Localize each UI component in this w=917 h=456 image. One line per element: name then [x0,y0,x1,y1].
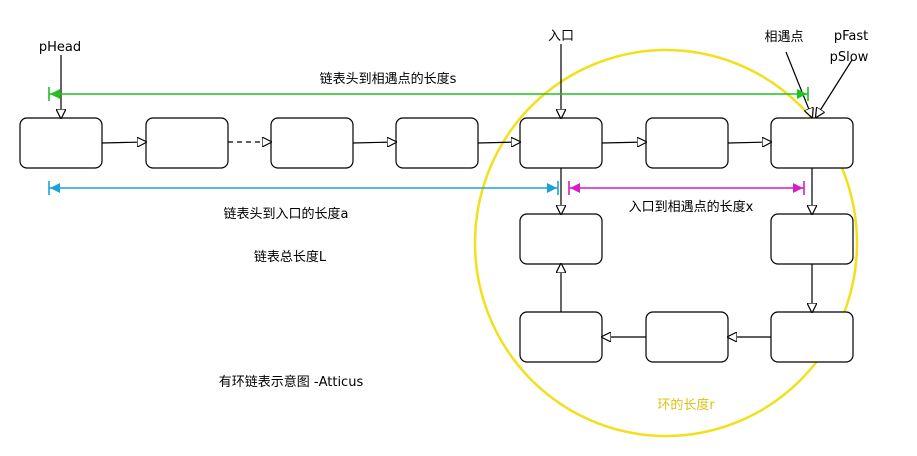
phead-label: pHead [39,40,81,55]
meet-label: 相遇点 [764,30,803,45]
pslow-label: pSlow [830,50,869,65]
next-arrow [101,142,146,143]
list-node [645,117,729,169]
list-node [519,311,603,363]
list-node [145,117,229,169]
list-node [19,117,103,169]
length-s-head-left [50,89,60,99]
length-x-head-left [570,183,580,193]
length-x-head-right [793,183,803,193]
list-node [519,213,603,265]
pfast-pslow-pointer-arrow [816,59,853,117]
cycle-circle [473,48,859,438]
list-node [645,311,729,363]
pfast-label: pFast [834,29,868,44]
cycle-length-label: 环的长度r [657,397,715,413]
entry-label: 入口 [548,29,574,44]
diagram-caption: 有环链表示意图 -Atticus [219,374,364,390]
list-node [770,213,854,265]
length-a-head-left [50,183,60,193]
meet-pointer-arrow [785,51,812,117]
length-s-label: 链表头到相遇点的长度s [320,71,457,87]
next-arrow [477,142,520,143]
length-a-label: 链表头到入口的长度a [224,206,349,222]
length-s-head-right [797,89,807,99]
list-node-meet [770,117,854,169]
length-x-label: 入口到相遇点的长度x [629,199,754,215]
list-node [270,117,354,169]
next-arrow [727,142,771,143]
list-node [395,117,479,169]
total-length-label: 链表总长度L [254,249,327,265]
list-node [770,311,854,363]
next-arrow [352,142,396,143]
length-a-head-right [547,183,557,193]
list-node-entry [519,117,603,169]
next-arrow [601,142,646,143]
